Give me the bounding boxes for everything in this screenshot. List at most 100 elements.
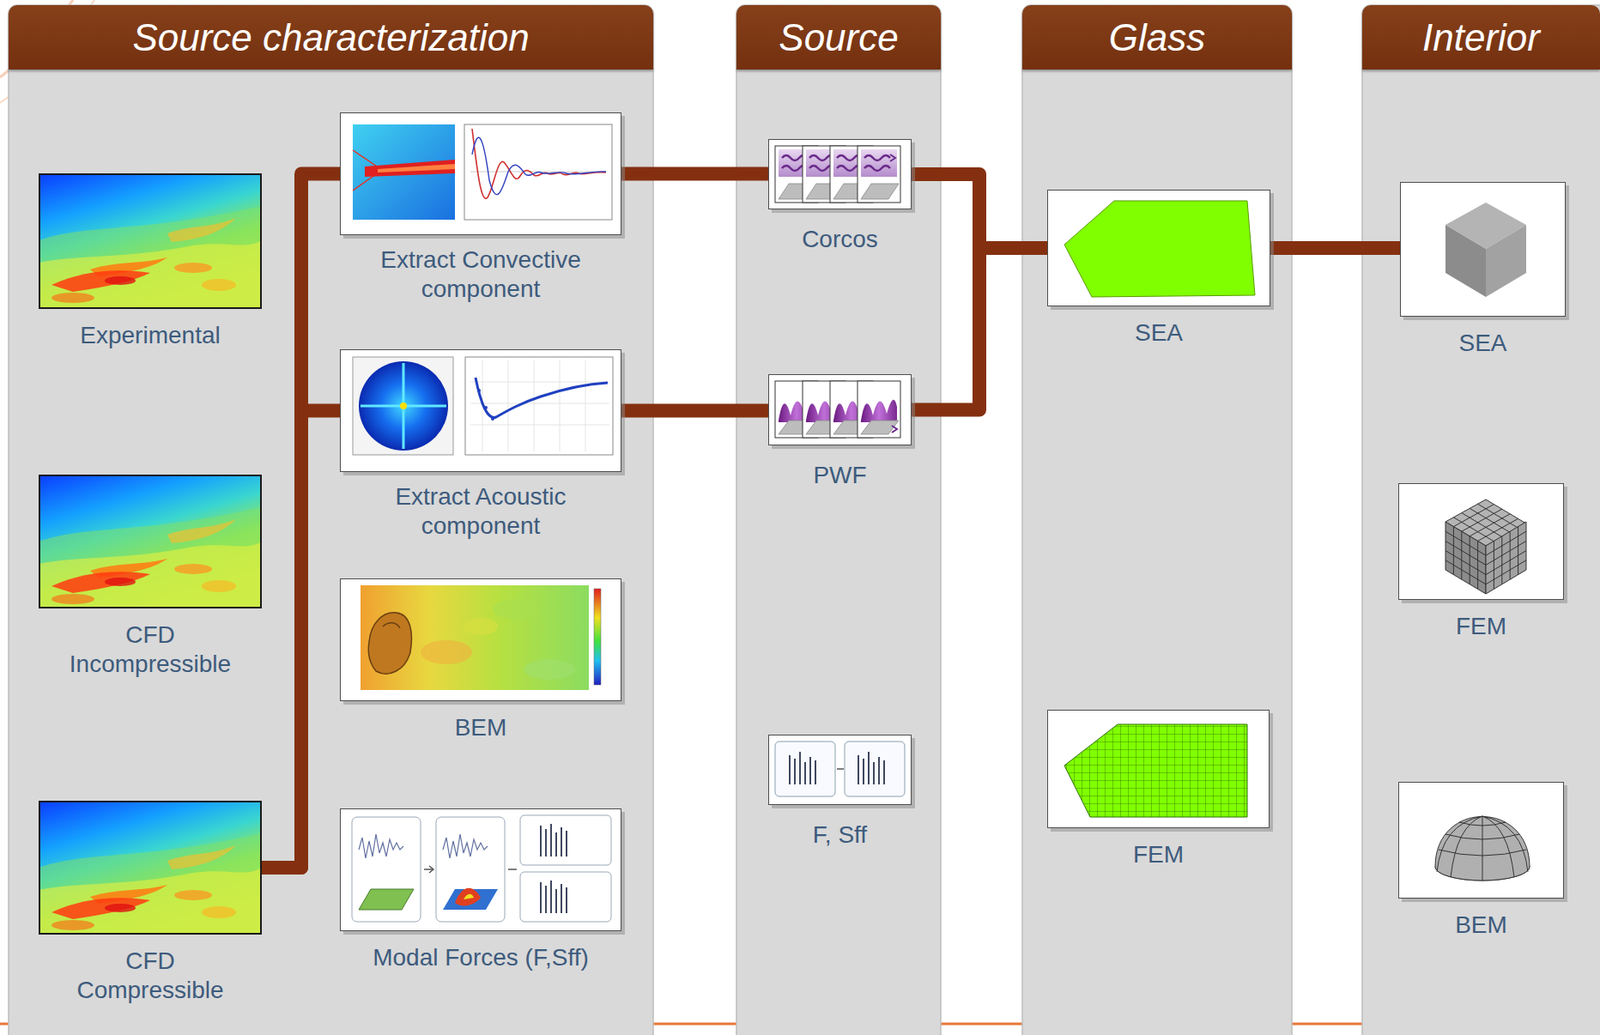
bem-field-thumbnail bbox=[339, 578, 625, 705]
image-node: Experimental bbox=[38, 173, 262, 354]
pwf-thumbnail bbox=[768, 374, 916, 449]
interior-fem-cube bbox=[1398, 483, 1568, 604]
image-frame bbox=[1400, 181, 1566, 317]
column-panel: GlassSEA FEM bbox=[1022, 5, 1292, 1035]
image-node: SEA bbox=[1047, 189, 1271, 352]
panel-title: Interior bbox=[1422, 15, 1540, 61]
panel-ground bbox=[8, 5, 654, 1035]
label-block: FEM bbox=[1398, 612, 1564, 642]
label-block: PWF bbox=[768, 460, 912, 491]
image-frame bbox=[768, 734, 912, 806]
image-frame bbox=[339, 349, 622, 473]
label-block: CFD Incompressible bbox=[60, 620, 241, 679]
column-panel: Source characterizationExperimentalExtra… bbox=[8, 5, 654, 1035]
connector-line bbox=[911, 248, 1048, 411]
image-frame bbox=[38, 800, 262, 935]
image-node: Extract Convective component bbox=[339, 112, 622, 308]
image-frame bbox=[339, 112, 622, 236]
heat-map bbox=[38, 173, 262, 308]
label-block: Corcos bbox=[768, 224, 912, 255]
node-label: BEM bbox=[339, 713, 622, 743]
label-block: FEM bbox=[1047, 840, 1270, 870]
node-label: FEM bbox=[1047, 840, 1270, 870]
node-label: CFD Incompressible bbox=[60, 620, 241, 679]
modal-forces-thumbnail bbox=[339, 808, 625, 935]
label-block: F, Sff bbox=[768, 820, 912, 850]
label-block: Experimental bbox=[38, 321, 262, 351]
label-block: SEA bbox=[1400, 328, 1566, 358]
node-label: Extract Acoustic component bbox=[339, 482, 622, 541]
label-block: Modal Forces (F,Sff) bbox=[339, 943, 622, 973]
connector-line bbox=[261, 174, 340, 869]
image-node: Modal Forces (F,Sff) bbox=[339, 808, 622, 976]
image-frame bbox=[1398, 483, 1564, 600]
connector-line bbox=[911, 174, 1048, 249]
image-frame bbox=[768, 374, 912, 446]
heat-map bbox=[38, 474, 262, 609]
panel-header: Source bbox=[736, 5, 941, 70]
corcos-thumbnail bbox=[768, 139, 916, 213]
image-node: BEM bbox=[1398, 781, 1564, 944]
heat-map bbox=[38, 800, 262, 935]
panel-header: Interior bbox=[1362, 5, 1600, 70]
image-node: BEM bbox=[339, 578, 622, 746]
image-node: PWF bbox=[768, 374, 912, 494]
image-node: CFD Compressible bbox=[38, 800, 262, 1009]
convective-thumbnail bbox=[339, 112, 625, 239]
image-node: SEA bbox=[1400, 181, 1566, 362]
interior-sea-cube bbox=[1400, 181, 1570, 321]
glass-sea-figure bbox=[1047, 189, 1274, 310]
force-thumbnail bbox=[768, 734, 916, 809]
connector-line bbox=[261, 411, 340, 869]
label-block: CFD Compressible bbox=[60, 946, 241, 1006]
acoustic-thumbnail bbox=[339, 349, 625, 476]
interior-bem-dome bbox=[1398, 781, 1568, 903]
label-block: SEA bbox=[1047, 318, 1271, 348]
node-label: F, Sff bbox=[768, 820, 912, 850]
node-label: CFD Compressible bbox=[60, 946, 241, 1006]
image-frame bbox=[1047, 709, 1270, 829]
column-panel: InteriorSEA FEM BEM bbox=[1362, 5, 1600, 1035]
label-block: BEM bbox=[339, 713, 622, 743]
panel-title: Glass bbox=[1109, 15, 1206, 61]
node-label: SEA bbox=[1047, 318, 1271, 348]
panel-title: Source characterization bbox=[132, 15, 529, 61]
image-frame bbox=[339, 808, 622, 932]
image-frame bbox=[38, 173, 262, 310]
connector-line bbox=[1270, 241, 1400, 255]
node-label: PWF bbox=[768, 460, 912, 491]
image-node: CFD Incompressible bbox=[38, 474, 262, 683]
node-label: FEM bbox=[1398, 612, 1564, 642]
image-node: FEM bbox=[1398, 483, 1564, 645]
image-frame bbox=[1047, 189, 1271, 307]
image-frame bbox=[768, 139, 912, 210]
panel-ground bbox=[1022, 5, 1292, 1035]
image-node: Corcos bbox=[768, 139, 912, 258]
label-block: Extract Convective component bbox=[339, 245, 622, 304]
column-panel: SourceCorcosPWF F, Sff bbox=[736, 5, 941, 1035]
node-label: Extract Convective component bbox=[339, 245, 622, 304]
panel-header: Glass bbox=[1022, 5, 1292, 70]
image-frame bbox=[1398, 781, 1564, 899]
image-node: Extract Acoustic component bbox=[339, 349, 622, 545]
node-label: BEM bbox=[1398, 910, 1564, 940]
panel-header: Source characterization bbox=[8, 5, 654, 70]
image-node: F, Sff bbox=[768, 734, 912, 854]
connector-line bbox=[621, 404, 769, 419]
image-node: FEM bbox=[1047, 709, 1270, 873]
node-label: Corcos bbox=[768, 224, 912, 255]
label-block: BEM bbox=[1398, 910, 1564, 940]
node-label: SEA bbox=[1400, 328, 1566, 358]
glass-fem-figure bbox=[1047, 709, 1273, 832]
image-frame bbox=[339, 578, 622, 702]
node-label: Modal Forces (F,Sff) bbox=[339, 943, 622, 973]
node-label: Experimental bbox=[38, 321, 262, 351]
panel-ground bbox=[736, 5, 941, 1035]
panel-ground bbox=[1362, 5, 1600, 1035]
panel-title: Source bbox=[778, 15, 898, 61]
image-frame bbox=[38, 474, 262, 609]
label-block: Extract Acoustic component bbox=[339, 482, 622, 541]
connector-line bbox=[621, 167, 769, 182]
